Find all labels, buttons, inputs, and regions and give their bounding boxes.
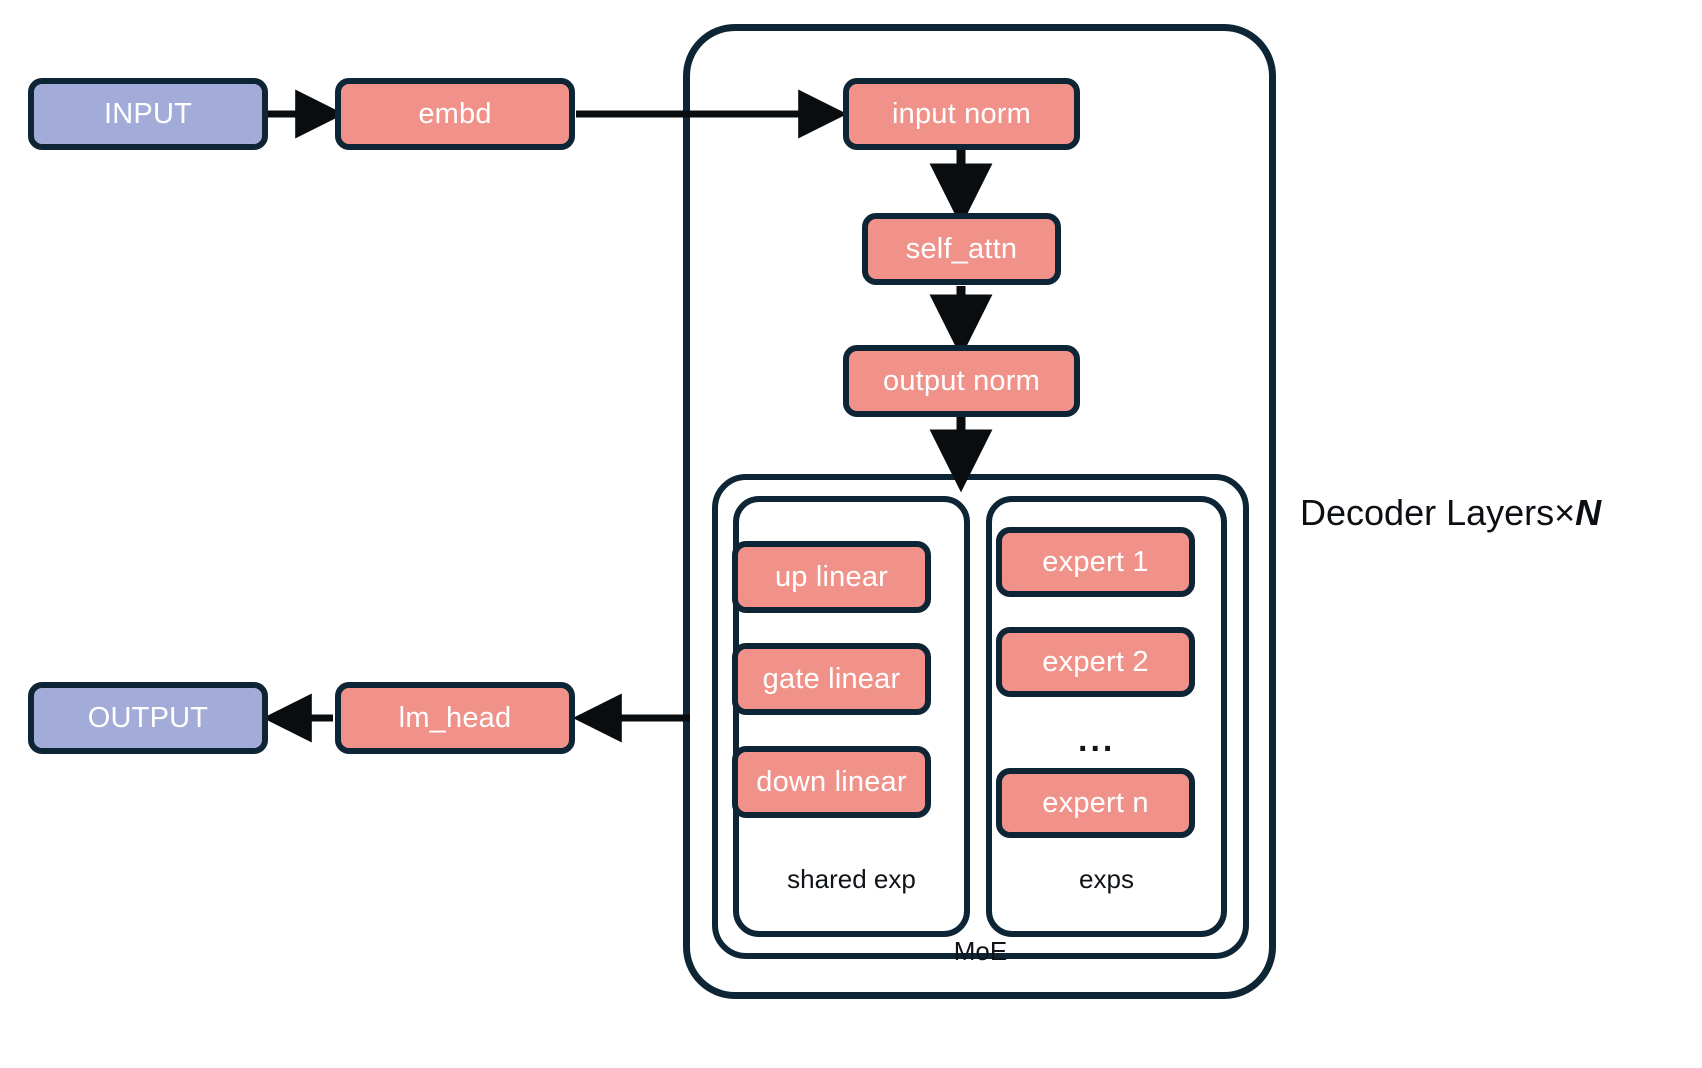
- node-embd-label: embd: [418, 97, 492, 130]
- node-output[interactable]: OUTPUT: [28, 682, 268, 754]
- node-input[interactable]: INPUT: [28, 78, 268, 150]
- exps-caption: exps: [1079, 864, 1134, 894]
- node-expert-2-label: expert 2: [1042, 645, 1149, 678]
- moe-caption: MoE: [953, 936, 1008, 966]
- node-self-attn[interactable]: self_attn: [862, 213, 1061, 285]
- node-up-linear[interactable]: up linear: [732, 541, 931, 613]
- node-gate-linear[interactable]: gate linear: [732, 643, 931, 715]
- node-lm-head-label: lm_head: [398, 701, 512, 734]
- node-up-linear-label: up linear: [774, 560, 889, 593]
- node-down-linear-label: down linear: [756, 765, 907, 798]
- node-output-norm[interactable]: output norm: [843, 345, 1080, 417]
- node-expert-n-label: expert n: [1042, 786, 1149, 819]
- decoder-layers-count: N: [1575, 492, 1602, 533]
- experts-ellipsis: ...: [1078, 721, 1116, 759]
- node-input-norm-label: input norm: [891, 97, 1031, 130]
- node-expert-n[interactable]: expert n: [996, 768, 1195, 838]
- decoder-layers-annotation: Decoder Layers×N: [1300, 495, 1601, 531]
- node-expert-1-label: expert 1: [1042, 545, 1149, 578]
- node-output-label: OUTPUT: [87, 701, 209, 734]
- node-down-linear[interactable]: down linear: [732, 746, 931, 818]
- node-expert-1[interactable]: expert 1: [996, 527, 1195, 597]
- node-output-norm-label: output norm: [883, 364, 1040, 397]
- decoder-layers-text: Decoder Layers×: [1300, 492, 1576, 533]
- node-gate-linear-label: gate linear: [762, 662, 901, 695]
- node-expert-2[interactable]: expert 2: [996, 627, 1195, 697]
- node-self-attn-label: self_attn: [905, 232, 1018, 265]
- shared-expert-caption: shared exp: [787, 864, 916, 894]
- node-input-label: INPUT: [104, 97, 192, 130]
- node-input-norm[interactable]: input norm: [843, 78, 1080, 150]
- node-embd[interactable]: embd: [335, 78, 575, 150]
- node-lm-head[interactable]: lm_head: [335, 682, 575, 754]
